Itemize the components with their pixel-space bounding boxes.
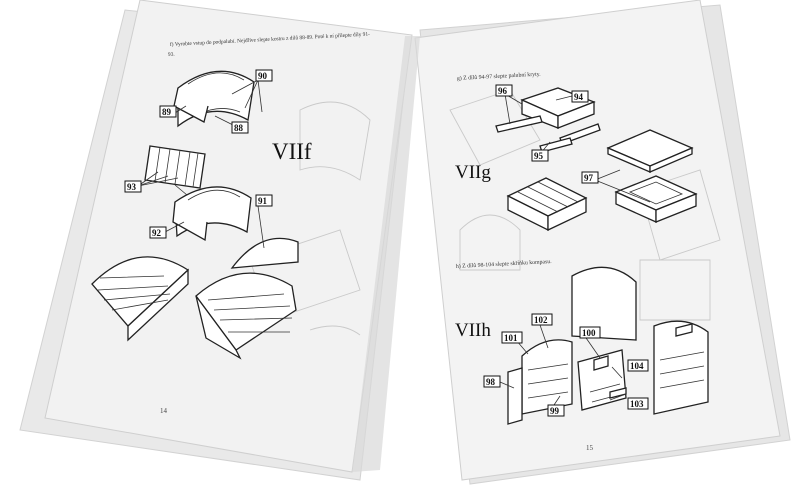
arch-frame-middle: [172, 186, 252, 242]
part-tag-89: 89: [159, 105, 177, 118]
step-label-viif: VIIf: [272, 139, 312, 164]
svg-text:88: 88: [234, 123, 244, 133]
arch-frame-top: [173, 70, 255, 128]
svg-text:103: 103: [630, 399, 644, 409]
part-tag-104: 104: [627, 359, 649, 372]
svg-text:97: 97: [584, 173, 594, 183]
svg-text:93: 93: [127, 182, 137, 192]
part-tag-102: 102: [531, 313, 553, 326]
part-tag-101: 101: [501, 331, 523, 344]
part-tag-99: 99: [547, 404, 565, 417]
part-tag-97: 97: [581, 171, 599, 184]
compass-back-panel: [571, 266, 637, 341]
part-tag-95: 95: [531, 149, 549, 162]
slatted-hatch: [506, 177, 588, 232]
compass-assembled: [653, 320, 709, 415]
svg-text:95: 95: [534, 151, 544, 161]
part-tag-88: 88: [231, 121, 249, 134]
compass-side-left: [507, 339, 573, 425]
spine-shadow: [352, 36, 420, 472]
left-instruction-cont: 93.: [168, 52, 175, 58]
part-tag-96: 96: [495, 84, 513, 97]
half-disc-panel: [230, 237, 299, 269]
svg-text:99: 99: [550, 406, 560, 416]
part-tag-90: 90: [255, 69, 273, 82]
part-tag-98: 98: [483, 375, 501, 388]
svg-text:90: 90: [258, 71, 268, 81]
svg-text:96: 96: [498, 86, 508, 96]
svg-text:91: 91: [258, 196, 268, 206]
svg-text:89: 89: [162, 107, 172, 117]
part-tag-94: 94: [571, 90, 589, 103]
step-label-viig: VIIg: [455, 162, 491, 183]
left-page-number: 14: [160, 407, 168, 415]
svg-text:98: 98: [486, 377, 496, 387]
svg-text:102: 102: [534, 315, 548, 325]
instruction-g: g) Z dílů 94-97 slepte palubní kryty.: [457, 71, 542, 82]
step-label-viih: VIIh: [455, 320, 491, 341]
show-through-ghosts: [249, 89, 721, 336]
svg-text:94: 94: [574, 92, 584, 102]
right-page-number: 15: [586, 444, 594, 452]
compass-middle-panel: [577, 349, 627, 411]
svg-text:92: 92: [152, 228, 162, 238]
part-tag-93: 93: [124, 180, 142, 193]
part-tag-91: 91: [255, 194, 273, 207]
svg-text:104: 104: [630, 361, 644, 371]
part-tag-100: 100: [579, 326, 601, 339]
part-tag-103: 103: [627, 397, 649, 410]
finished-roof-left: [91, 256, 190, 342]
finished-cabin-right: [195, 272, 297, 360]
open-box-frame: [614, 175, 698, 224]
svg-text:101: 101: [504, 333, 518, 343]
svg-text:100: 100: [582, 328, 596, 338]
part-tag-92: 92: [149, 226, 167, 239]
flat-lid: [606, 129, 694, 173]
left-page: [44, 0, 413, 473]
slatted-roof-piece: [144, 145, 206, 196]
